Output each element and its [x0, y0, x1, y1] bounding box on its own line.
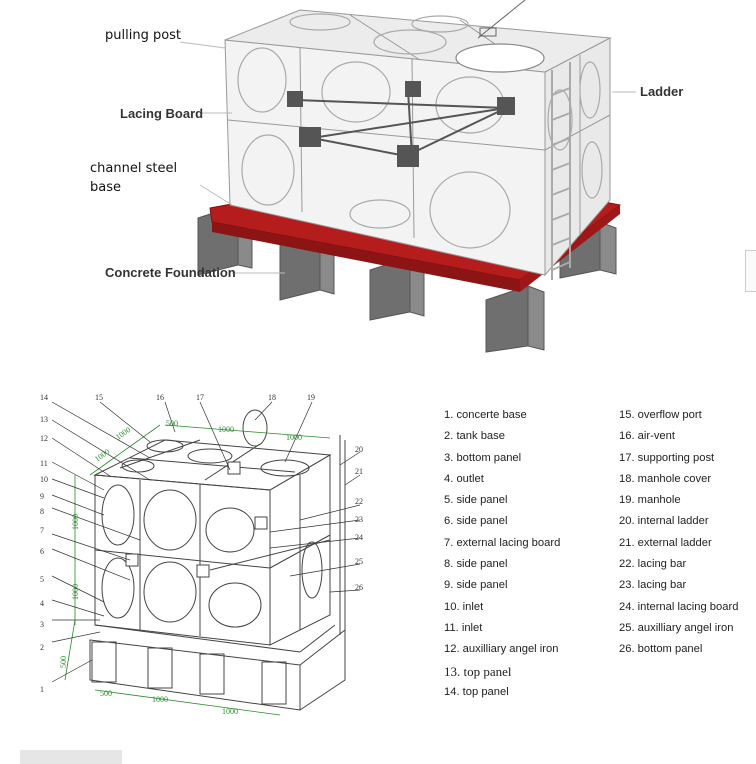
tank-3d-illustration: [179, 0, 636, 353]
legend-left-column: 1. concerte base 2. tank base 3. bottom …: [444, 405, 594, 703]
part-number: 26: [355, 583, 363, 592]
number-leaders: [51, 401, 361, 683]
legend-item: 12. auxilliary angel iron: [444, 643, 559, 656]
panel-circles: [237, 13, 603, 249]
legend-item: 15. overflow port: [619, 409, 702, 421]
legend-item: 24. internal lacing board: [619, 600, 739, 613]
part-number: 3: [40, 620, 44, 629]
legend-item: 20. internal ladder: [619, 515, 709, 528]
part-number: 21: [355, 467, 363, 476]
legend-item: 9. side panel: [444, 579, 508, 592]
dimension-label: 1000: [71, 584, 80, 600]
part-number: 17: [196, 393, 204, 402]
ladder-graphic: [551, 62, 571, 280]
dimension-label: 500: [59, 656, 68, 668]
legend-item: 2. tank base: [444, 430, 505, 443]
callout-leaders: [179, 41, 636, 274]
part-numbers: 1 2 3 4 5 6 7 8 9 10 11 12 13 14 15 16 1…: [40, 393, 363, 694]
part-number: 19: [307, 393, 315, 402]
part-number: 14: [40, 393, 48, 402]
legend-item: 22. lacing bar: [619, 558, 687, 571]
part-number: 20: [355, 445, 363, 454]
legend-item: 23. lacing bar: [619, 579, 687, 592]
drawing-tank: [93, 409, 346, 646]
legend-item: 17. supporting post: [619, 451, 715, 464]
part-number: 4: [40, 599, 44, 608]
callout-ladder: Ladder: [640, 84, 684, 99]
part-number: 11: [40, 459, 48, 468]
legend-item: 25. auxilliary angel iron: [619, 621, 734, 634]
legend-item: 10. inlet: [444, 600, 484, 613]
dimension-label: 1000: [71, 514, 80, 530]
legend-right-column: 15. overflow port 16. air-vent 17. suppo…: [619, 405, 756, 661]
dimension-label: 1000: [218, 425, 234, 434]
part-number: 15: [95, 393, 103, 402]
tank-technical-drawing: 1 2 3 4 5 6 7 8 9 10 11 12 13 14 15 16 1…: [40, 393, 363, 716]
legend-item: 21. external ladder: [619, 536, 712, 549]
part-number: 25: [355, 557, 363, 566]
callout-channel-steel-line2: base: [90, 180, 121, 195]
dimension-label: 1000: [286, 433, 302, 442]
legend-item: 19. manhole: [619, 494, 681, 507]
part-number: 2: [40, 643, 44, 652]
part-number: 10: [40, 475, 48, 484]
drawing-base: [89, 624, 346, 711]
callout-channel-steel-line1: channel steel: [90, 161, 178, 176]
callout-lacing-board: Lacing Board: [120, 106, 204, 121]
part-number: 12: [40, 434, 48, 443]
pulling-post-graphic: [477, 0, 526, 39]
part-number: 24: [355, 533, 363, 542]
legend-item: 4. outlet: [444, 472, 484, 485]
part-number: 8: [40, 507, 44, 516]
legend-item: 18. manhole cover: [619, 472, 712, 485]
part-number: 7: [40, 526, 44, 535]
dimension-label: 500: [100, 689, 112, 698]
part-number: 22: [355, 497, 363, 506]
part-number: 13: [40, 415, 48, 424]
part-number: 1: [40, 685, 44, 694]
legend-item: 14. top panel: [444, 685, 509, 698]
dimension-label: 500: [166, 419, 178, 428]
callout-concrete-foundation: Concrete Foundation: [105, 265, 236, 280]
part-number: 6: [40, 547, 44, 556]
legend-item: 8. side panel: [444, 558, 508, 571]
legend-item: 11. inlet: [444, 621, 483, 634]
legend-item: 16. air-vent: [619, 430, 675, 443]
bottom-tab[interactable]: [20, 750, 122, 764]
part-number: 16: [156, 393, 164, 402]
legend-item: 26. bottom panel: [619, 643, 703, 656]
legend-item: 7. external lacing board: [444, 536, 561, 549]
part-number: 18: [268, 393, 276, 402]
legend-item: 5. side panel: [444, 494, 508, 507]
legend-item: 3. bottom panel: [444, 451, 522, 464]
dimension-label: 1000: [152, 695, 168, 704]
lacing-boards: [287, 81, 515, 167]
part-number: 23: [355, 515, 363, 524]
part-number: 9: [40, 492, 44, 501]
legend-item: 6. side panel: [444, 515, 508, 528]
dimension-lines: [64, 424, 331, 716]
side-scroll-tab[interactable]: [745, 250, 756, 292]
dimension-label: 1000: [114, 425, 132, 442]
dimension-label: 1000: [222, 707, 238, 716]
legend-item: 1. concerte base: [444, 409, 527, 421]
callout-pulling-post: pulling post: [105, 28, 182, 43]
dimension-label: 1000: [93, 447, 111, 464]
part-number: 5: [40, 575, 44, 584]
legend-item: 13. top panel: [444, 663, 512, 679]
